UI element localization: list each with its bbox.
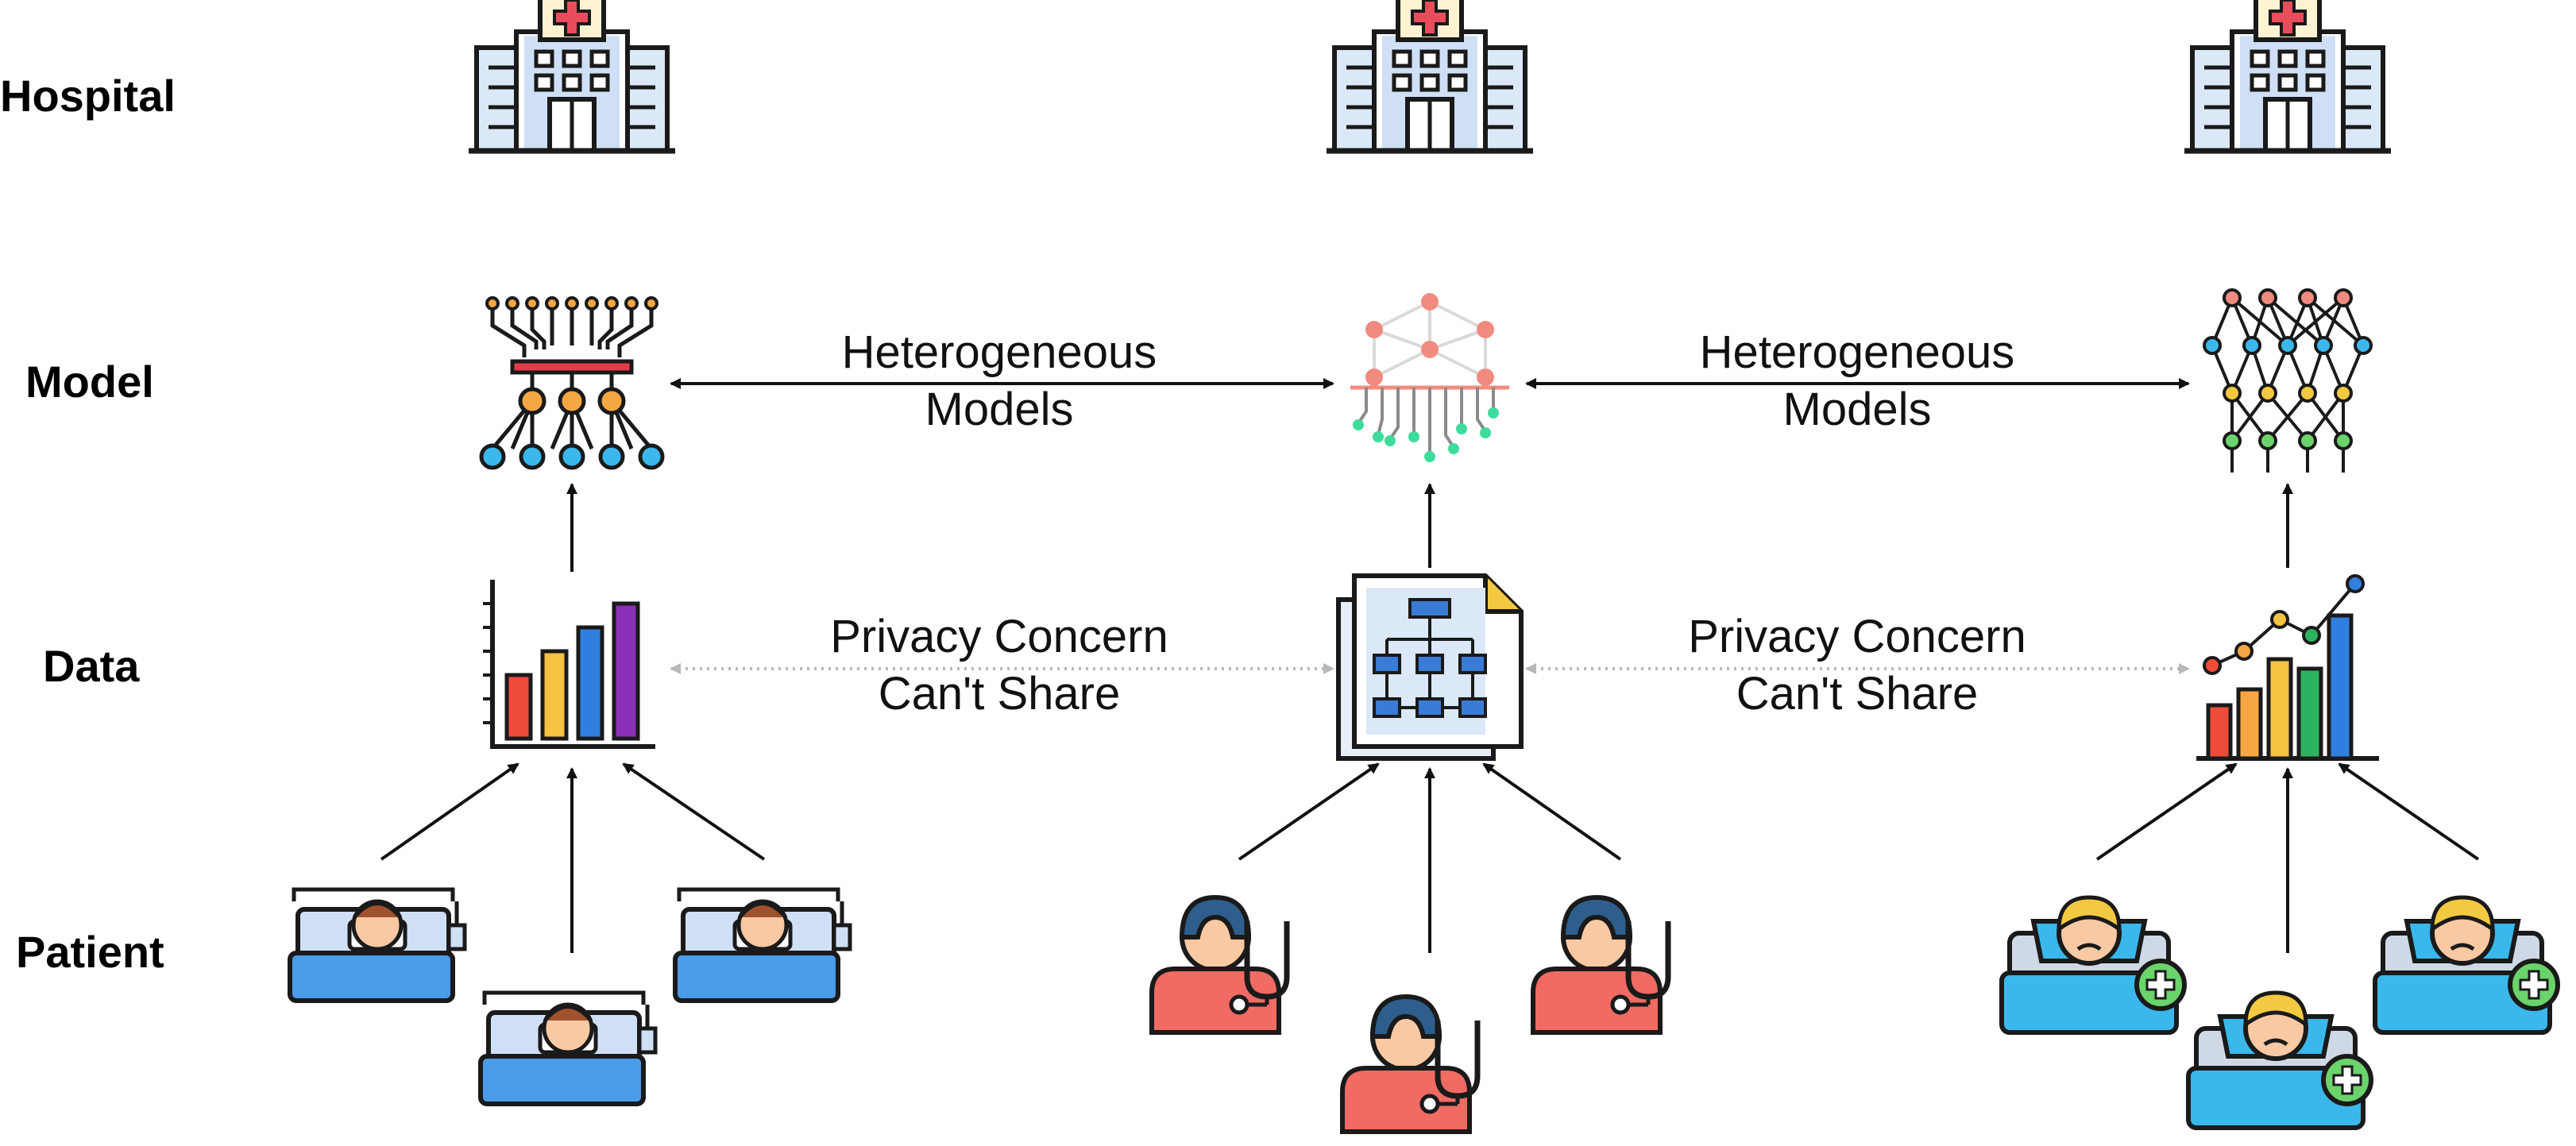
model-link-label-left: Heterogeneous Models	[793, 324, 1206, 438]
model-link-left-line1: Heterogeneous	[841, 326, 1157, 378]
patient-to-data-arrows	[380, 762, 2480, 953]
hospital-icon	[469, 0, 675, 151]
patient-in-bed-icon	[481, 993, 655, 1104]
model-link-label-right: Heterogeneous Models	[1651, 324, 2064, 438]
doctor-stethoscope-icon	[1342, 997, 1477, 1132]
bar-line-chart-icon	[2196, 574, 2379, 761]
sick-patient-icon	[2375, 897, 2558, 1032]
doctor-stethoscope-icon	[1533, 897, 1668, 1032]
patient-in-bed-icon	[290, 889, 465, 1001]
data-link-right-line1: Privacy Concern	[1688, 611, 2026, 662]
data-link-label-left: Privacy Concern Can't Share	[793, 608, 1206, 723]
sick-patient-icon	[2188, 993, 2371, 1128]
hospital-icon	[1327, 0, 1533, 151]
data-link-left-line2: Can't Share	[878, 668, 1121, 720]
neural-network-icon	[2203, 288, 2373, 473]
hospital-icon	[2184, 0, 2391, 151]
sick-patient-icon	[2002, 897, 2184, 1032]
row-label-data: Data	[43, 641, 140, 691]
model-link-right-line2: Models	[1782, 384, 1932, 435]
row-label-model: Model	[25, 357, 154, 407]
data-link-left-line1: Privacy Concern	[830, 611, 1168, 662]
neural-tree-icon	[1350, 293, 1509, 462]
model-link-left-line2: Models	[925, 384, 1074, 435]
data-link-right-line2: Can't Share	[1736, 668, 1979, 720]
bar-chart-icon	[483, 580, 655, 749]
data-link-label-right: Privacy Concern Can't Share	[1651, 608, 2064, 723]
row-label-patient: Patient	[16, 927, 164, 977]
patient-in-bed-icon	[675, 889, 850, 1001]
model-link-right-line1: Heterogeneous	[1699, 326, 2015, 378]
flowchart-document-icon	[1336, 573, 1524, 761]
doctor-stethoscope-icon	[1152, 897, 1287, 1032]
circuit-network-icon	[479, 296, 665, 470]
row-label-hospital: Hospital	[0, 71, 176, 121]
